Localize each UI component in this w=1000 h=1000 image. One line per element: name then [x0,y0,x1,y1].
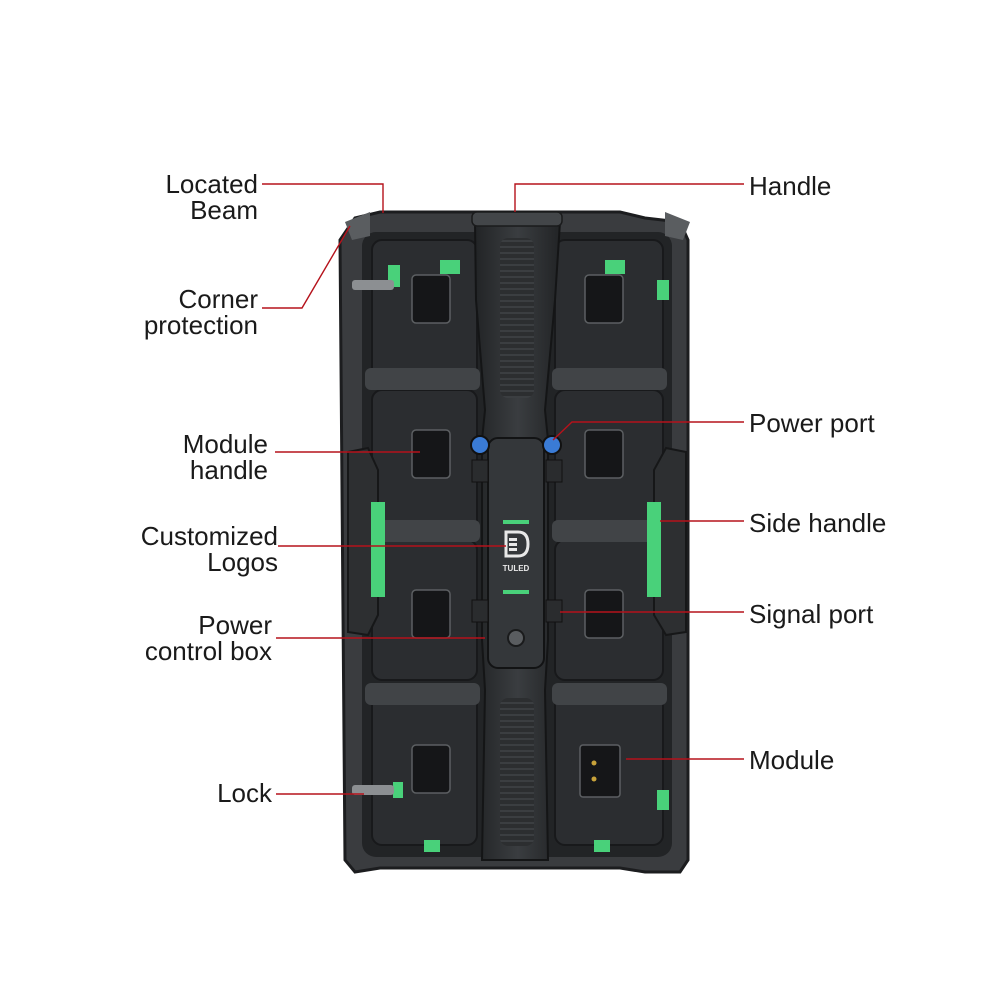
logo-accent-bottom [503,590,529,594]
label-handle: Handle [749,173,831,199]
label-line: Customized [140,521,278,551]
power-ports [470,435,563,483]
label-line: Module [749,745,835,775]
label-line: Corner [178,284,258,314]
tuled-logo-mark [504,530,530,558]
leader-handle [514,183,744,212]
label-customized-logos: Customized Logos [141,523,278,575]
signal-ports [471,599,563,623]
label-lock: Lock [217,780,272,806]
left-side-handle-green [371,502,385,597]
leader-located-beam [262,183,384,213]
label-line: control box [144,636,272,666]
right-side-handle-green [647,502,661,597]
label-line: protection [143,310,258,340]
corner-protection-piece [345,212,370,240]
label-power-port: Power port [749,410,875,436]
top-lock-bolt [352,280,394,290]
label-line: Beam [190,195,258,225]
label-line: Power [198,610,272,640]
label-module-handle: Module handle [183,431,268,483]
label-line: Lock [217,778,272,808]
module-handles [411,274,624,798]
power-control-box-body [487,437,545,669]
label-line: Signal port [749,599,874,629]
power-box-knob [507,629,525,647]
top-handle [471,211,563,227]
leader-corner-protection [262,225,351,309]
logo-accent-top [503,520,529,524]
leader-power-port [552,421,744,441]
label-line: Module [182,429,268,459]
upper-ribbed-panel [500,238,534,398]
corner-protection-piece-right [665,212,690,240]
leader-lines [262,183,744,795]
green-clips [388,260,669,852]
label-located-beam: Located Beam [165,171,258,223]
label-line: Handle [749,171,832,201]
label-line: Power port [749,408,875,438]
label-corner-protection: Corner protection [144,286,258,338]
right-side-handle [653,446,687,637]
lower-ribbed-panel [500,698,534,846]
label-line: Located [165,169,258,199]
lock-bolt [352,785,394,795]
left-side-handle [347,446,379,637]
label-line: Logos [207,547,278,577]
label-line: handle [189,455,268,485]
label-module: Module [749,747,834,773]
cross-braces [365,368,667,705]
label-line: Side handle [749,508,887,538]
logo-text: TULED [503,564,530,573]
label-power-control-box: Power control box [145,612,272,664]
label-side-handle: Side handle [749,510,886,536]
label-signal-port: Signal port [749,601,873,627]
